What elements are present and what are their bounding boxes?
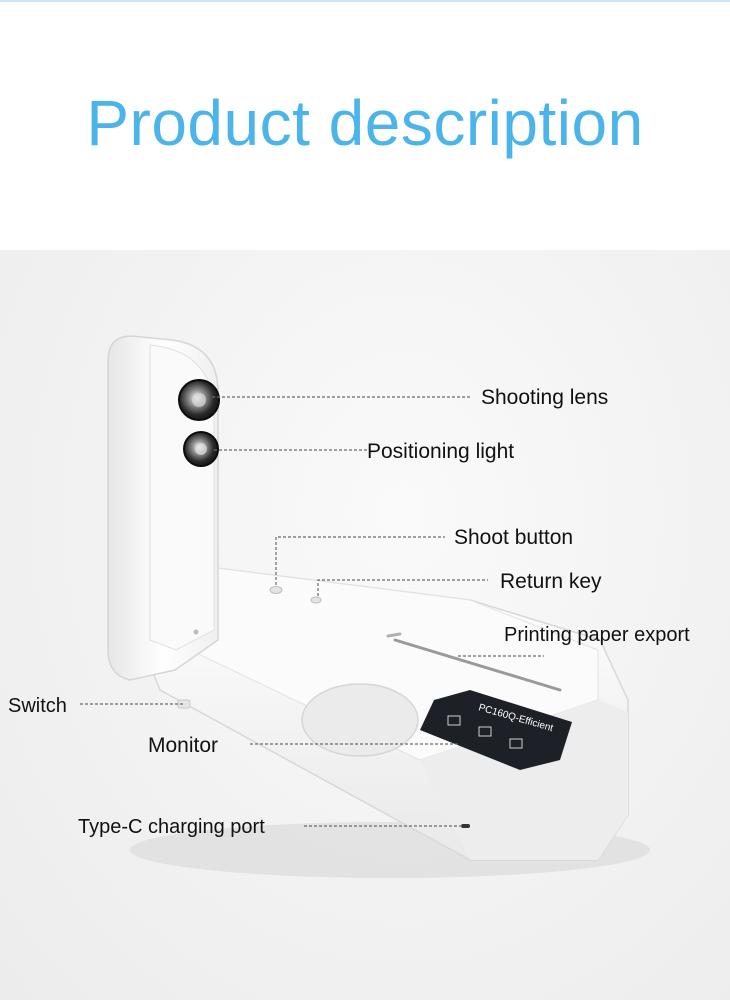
label-printing-paper-export: Printing paper export (504, 624, 690, 646)
label-shooting-lens: Shooting lens (481, 386, 609, 409)
label-switch: Switch (8, 695, 67, 717)
switch-shape (177, 699, 191, 709)
type-c-port-shape (461, 824, 470, 828)
label-return-key: Return key (500, 570, 602, 593)
screen-icon-2 (478, 726, 492, 737)
base-recess (301, 683, 419, 757)
leader-shoot-button (275, 536, 445, 585)
shoot-button-shape (269, 586, 283, 594)
return-key-shape (310, 596, 322, 604)
screen-icon-3 (509, 738, 523, 749)
label-shoot-button: Shoot button (454, 526, 574, 549)
paper-slot (393, 638, 562, 692)
top-rule (0, 0, 730, 2)
label-type-c-charging-port: Type-C charging port (78, 816, 265, 838)
leader-return-key (317, 579, 488, 596)
label-monitor: Monitor (148, 734, 219, 757)
device-arm (107, 335, 219, 681)
page-title: Product description (86, 87, 644, 159)
label-positioning-light: Positioning light (367, 440, 515, 463)
screen-icon-1 (447, 715, 461, 726)
